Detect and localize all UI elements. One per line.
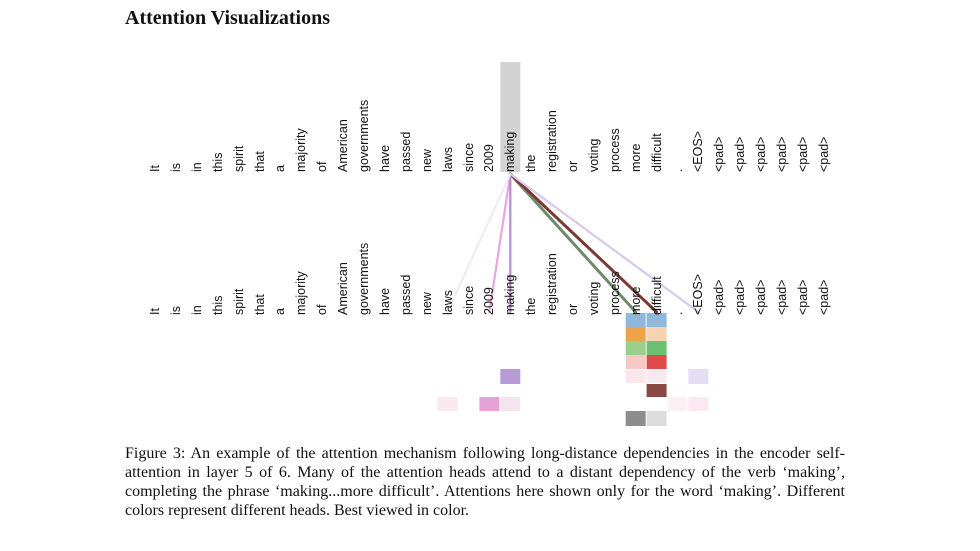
bottom-token: <pad> [795,279,810,315]
top-token: It [148,165,162,172]
top-token: or [566,160,580,172]
top-token: <pad> [775,136,789,172]
attention-cell-13 [479,397,500,411]
top-token: difficult [649,133,664,172]
bottom-token: making [503,274,518,315]
attention-cell-2 [625,327,646,341]
top-token: the [524,154,539,172]
top-token: in [189,162,204,172]
attention-cell-7 [646,355,667,369]
attention-cell-5 [646,341,667,355]
attention-cell-9 [646,370,667,383]
top-token: registration [545,110,560,172]
top-token: . [670,168,685,172]
top-token: governments [357,99,371,172]
attention-line-5 [446,172,512,314]
bottom-token: registration [545,253,560,315]
bottom-token: <pad> [775,279,789,315]
attention-cell-12 [646,384,667,397]
attention-cell-1 [646,313,667,327]
bottom-token: <pad> [816,279,831,315]
top-token: a [273,165,288,172]
top-token: voting [586,138,601,172]
attention-cell-11 [688,369,709,384]
bottom-token: 2009 [482,287,497,315]
attention-cell-0 [625,313,646,327]
attention-cell-14 [500,397,521,411]
attention-cell-19 [646,411,667,426]
attention-cell-17 [688,397,709,411]
top-token: more [628,143,643,172]
figure-caption: Figure 3: An example of the attention me… [125,445,845,519]
bottom-token: is [168,305,183,315]
bottom-token: <EOS> [691,274,706,315]
top-token: that [252,151,267,172]
attention-cell-3 [646,327,667,341]
top-token: 2009 [482,144,497,172]
bottom-token: a [273,308,288,315]
attention-cell-16 [667,397,688,411]
bottom-token: <pad> [712,279,727,315]
top-token: <pad> [733,136,748,172]
bottom-token: . [670,311,685,315]
attention-cell-6 [625,355,646,369]
bottom-token: <pad> [733,279,748,315]
bottom-token: process [607,271,622,315]
bottom-token: voting [586,281,601,315]
attention-line-2 [509,172,700,314]
attention-cell-4 [625,341,646,355]
top-token: making [503,131,518,172]
top-token: laws [440,146,455,172]
top-token: of [315,161,330,172]
selected-token-highlight [500,62,521,172]
bottom-token: this [210,295,225,315]
top-token: American [336,119,351,172]
attention-line-0 [508,172,638,314]
top-token: <pad> [816,136,831,172]
attention-cell-15 [437,397,458,411]
bottom-token: the [524,297,539,315]
bottom-token: that [252,294,267,315]
top-token: spirit [231,145,246,172]
bottom-token: passed [398,274,413,315]
attention-cell-18 [625,411,646,426]
top-token: passed [398,131,413,172]
bottom-token: have [377,287,392,315]
bottom-token: new [419,292,434,315]
top-token: <pad> [795,136,810,172]
bottom-token: governments [357,242,371,315]
top-token: this [210,152,225,172]
bottom-token: of [315,304,330,315]
bottom-token: laws [440,289,455,315]
bottom-token: <pad> [754,279,769,315]
bottom-token: difficult [649,276,664,315]
top-token: is [168,162,183,172]
attention-line-1 [508,172,659,314]
top-token: <pad> [712,136,727,172]
bottom-token: spirit [231,288,246,315]
top-token: majority [294,128,309,172]
bottom-token: in [189,305,204,315]
section-title: Attention Visualizations [125,7,331,29]
top-token: process [607,128,622,172]
bottom-token: majority [294,271,309,315]
attention-cell-8 [625,370,646,383]
top-token: <EOS> [691,131,706,172]
bottom-token: It [148,308,162,315]
bottom-token: more [628,286,643,315]
attention-line-3 [488,172,512,314]
top-token: <pad> [754,136,769,172]
bottom-token: American [336,262,351,315]
top-token: new [419,149,434,172]
top-token: since [461,142,476,172]
top-token: have [377,144,392,172]
bottom-token: since [461,285,476,315]
bottom-token: or [566,303,580,315]
attention-cell-10 [500,369,521,384]
